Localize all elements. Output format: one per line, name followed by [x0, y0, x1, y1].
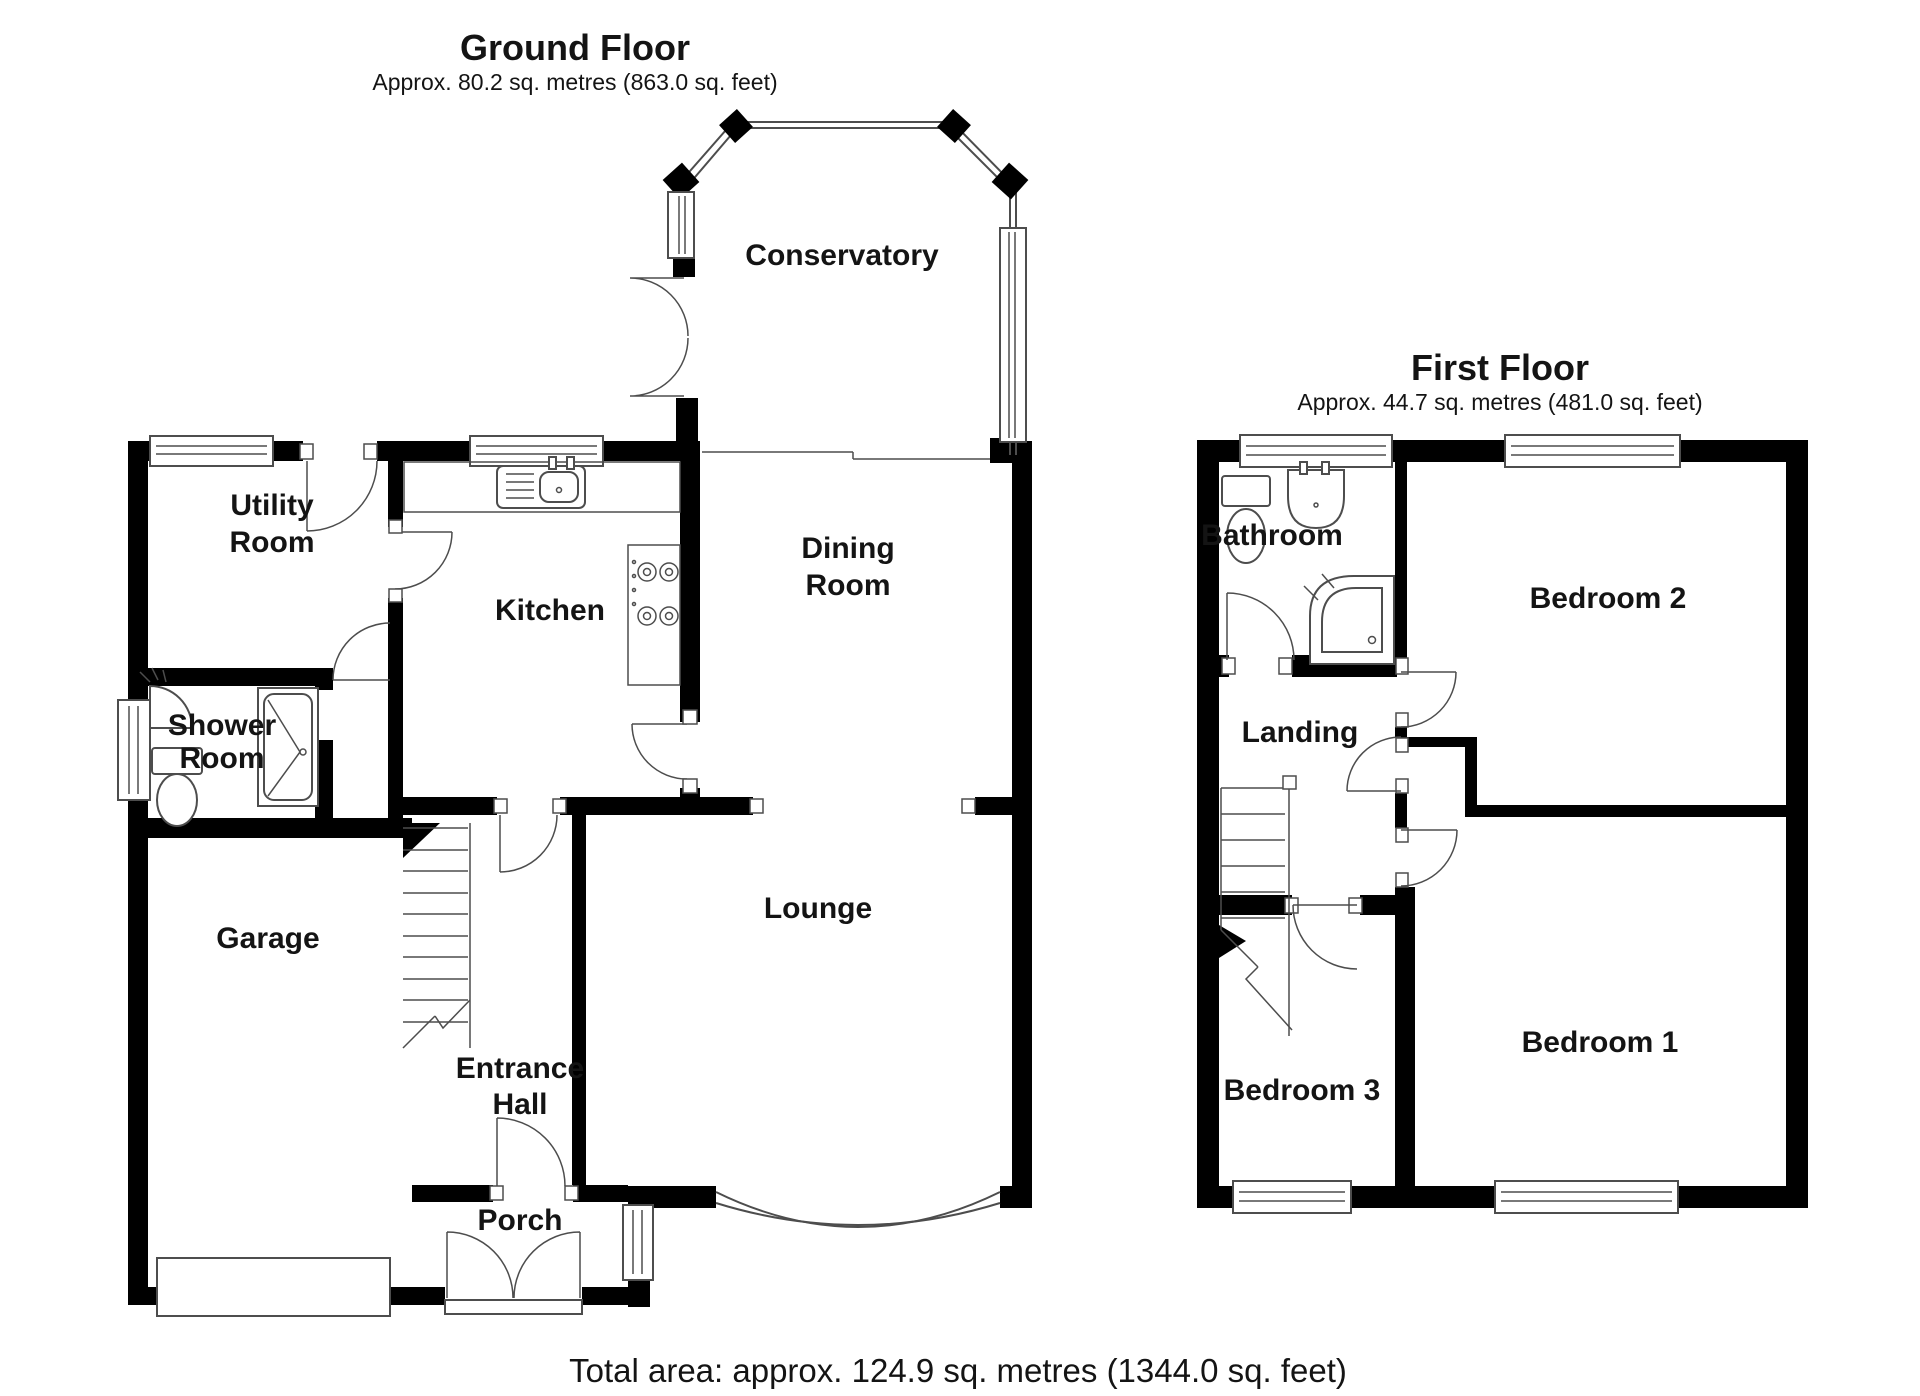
- room-label-lounge: Lounge: [764, 892, 872, 925]
- room-label-bedroom3: Bedroom 3: [1224, 1074, 1381, 1107]
- stairs-ground: [402, 823, 471, 1049]
- ground-floor-doors: [299, 443, 976, 1299]
- first-floor-windows: [1232, 434, 1681, 1214]
- room-label-bedroom2: Bedroom 2: [1530, 582, 1687, 615]
- first-floor-labels: Bathroom Bedroom 2 Landing Bedroom 3 Bed…: [1201, 519, 1686, 1107]
- room-label-utility-2: Room: [230, 526, 315, 559]
- bathroom-fixtures: [1221, 461, 1395, 665]
- room-label-dining-1: Dining: [801, 532, 894, 565]
- room-label-utility-1: Utility: [230, 489, 314, 522]
- ground-floor: Conservatory Utility Room Kitchen Dining…: [117, 27, 1032, 1317]
- toilet-first: [1221, 475, 1271, 507]
- first-floor-title: First Floor: [1411, 347, 1589, 388]
- room-label-garage: Garage: [216, 922, 319, 955]
- room-label-bathroom: Bathroom: [1201, 519, 1343, 552]
- ground-floor-title: Ground Floor: [460, 27, 690, 68]
- first-floor-subtitle: Approx. 44.7 sq. metres (481.0 sq. feet): [1297, 389, 1702, 415]
- room-label-shower-2: Room: [180, 742, 265, 775]
- first-floor: Bathroom Bedroom 2 Landing Bedroom 3 Bed…: [1197, 347, 1808, 1214]
- ground-floor-subtitle: Approx. 80.2 sq. metres (863.0 sq. feet): [372, 69, 777, 95]
- garage-door: [156, 1257, 391, 1317]
- conservatory-structure: [629, 109, 1029, 460]
- first-floor-walls: [1197, 440, 1808, 1208]
- room-label-conservatory: Conservatory: [745, 239, 939, 272]
- corner-basin: [149, 684, 194, 729]
- kitchen-hob: [627, 544, 681, 686]
- bathroom-basin: [1287, 469, 1345, 530]
- ground-floor-labels: Conservatory Utility Room Kitchen Dining…: [168, 239, 939, 1237]
- room-label-hall-2: Hall: [492, 1088, 547, 1121]
- total-area-text: Total area: approx. 124.9 sq. metres (13…: [569, 1352, 1347, 1389]
- room-label-porch: Porch: [477, 1204, 562, 1237]
- stairs-first: [1220, 775, 1297, 1036]
- room-label-hall-1: Entrance: [456, 1052, 584, 1085]
- room-label-dining-2: Room: [806, 569, 891, 602]
- shower-room-fixtures: [139, 667, 319, 827]
- room-label-kitchen: Kitchen: [495, 594, 605, 627]
- first-floor-doors: [1221, 592, 1458, 970]
- kitchen-fixtures: [403, 456, 681, 686]
- room-label-bedroom1: Bedroom 1: [1522, 1026, 1679, 1059]
- ground-floor-windows: [117, 435, 1001, 1317]
- room-label-landing: Landing: [1242, 716, 1359, 749]
- room-label-shower-1: Shower: [168, 709, 277, 742]
